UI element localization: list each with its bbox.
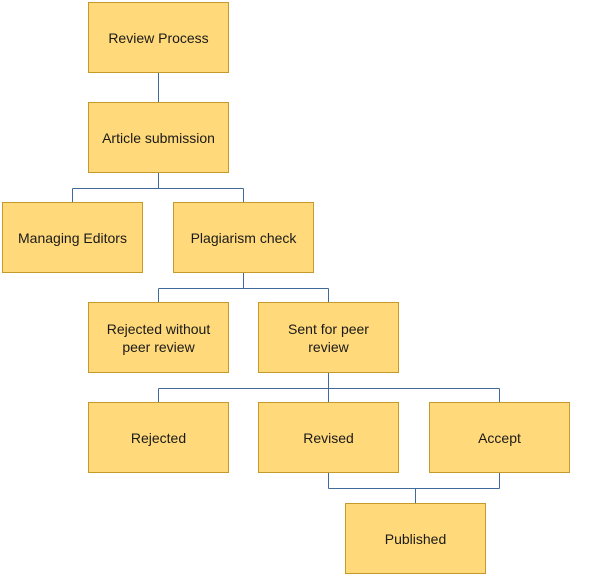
connector-submission-branches bbox=[72, 172, 244, 202]
revised-label: Revised bbox=[303, 429, 354, 446]
connector-plagiarism-branches bbox=[158, 272, 329, 302]
review-process-label: Review Process bbox=[108, 29, 209, 46]
managing-editors-label: Managing Editors bbox=[18, 229, 127, 246]
rejected-node: Rejected bbox=[88, 402, 229, 473]
published-label: Published bbox=[384, 530, 447, 547]
sent-for-peer-review-label: Sent for peer review bbox=[288, 320, 369, 355]
connector-peer-review-branches bbox=[158, 372, 500, 402]
sent-for-peer-review-node: Sent for peer review bbox=[258, 302, 399, 373]
review-process-node: Review Process bbox=[88, 2, 229, 73]
article-submission-node: Article submission bbox=[88, 102, 229, 173]
revised-node: Revised bbox=[258, 402, 399, 473]
managing-editors-node: Managing Editors bbox=[2, 202, 143, 273]
accept-node: Accept bbox=[429, 402, 570, 473]
published-node: Published bbox=[345, 503, 486, 574]
article-submission-label: Article submission bbox=[102, 129, 215, 146]
rejected-without-peer-review-node: Rejected without peer review bbox=[88, 302, 229, 373]
plagiarism-check-label: Plagiarism check bbox=[190, 229, 297, 246]
accept-label: Accept bbox=[478, 429, 521, 446]
rejected-without-peer-review-label: Rejected without peer review bbox=[106, 320, 211, 355]
connector-to-published bbox=[328, 472, 500, 503]
rejected-label: Rejected bbox=[130, 429, 187, 446]
plagiarism-check-node: Plagiarism check bbox=[173, 202, 314, 273]
